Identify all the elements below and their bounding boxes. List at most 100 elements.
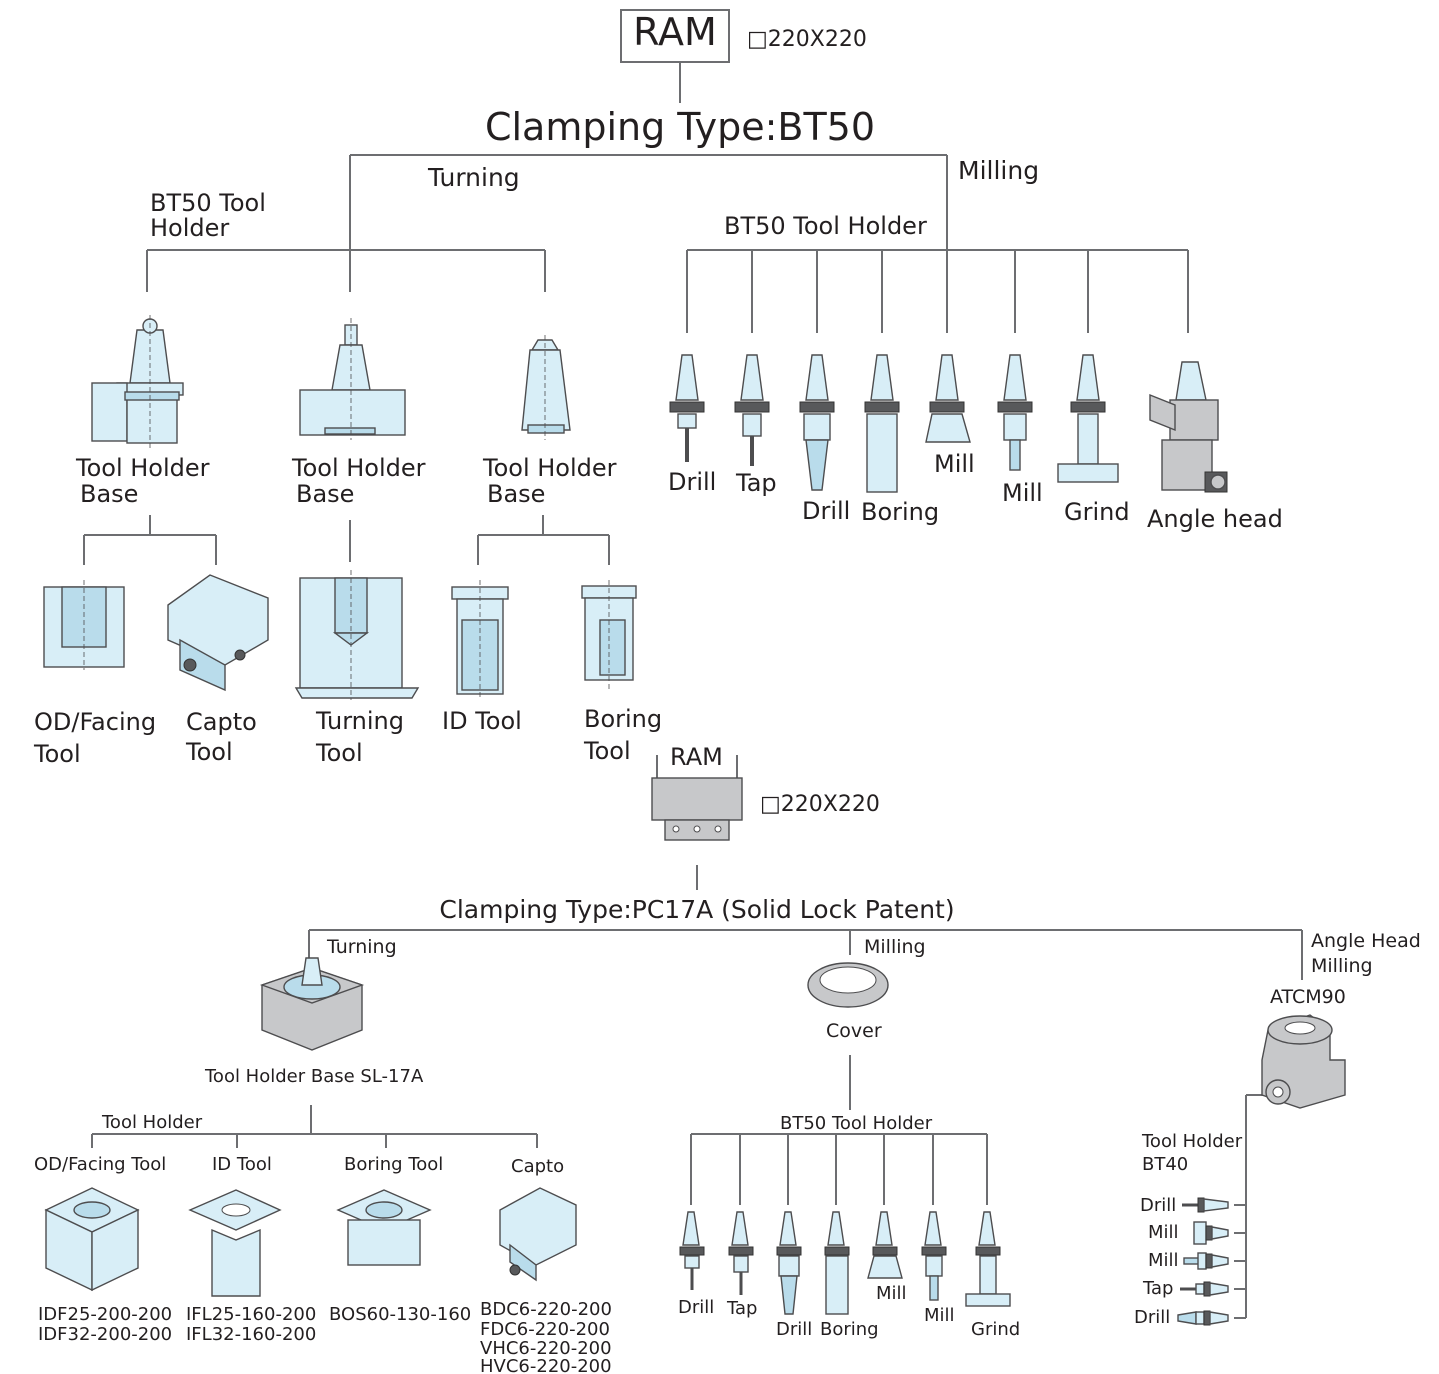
milling-mill2-label: Mill	[1002, 479, 1043, 507]
tool-holder-base-sl17a-icon	[259, 957, 365, 1051]
bt40-drill2-label: Drill	[1134, 1307, 1170, 1328]
bottom-milling-grind-label: Grind	[971, 1319, 1020, 1340]
od-facing-model-2: IDF32-200-200	[38, 1324, 172, 1345]
bottom-connectors	[91, 865, 1303, 1319]
milling-holder-boring-icon	[864, 354, 900, 493]
tool-holder-base-1-icon	[91, 315, 184, 448]
boring-tool-icon	[581, 580, 637, 690]
od-facing-tool-label-line1: OD/Facing	[34, 708, 156, 736]
tool-holder-base-sl17a-label: Tool Holder Base SL-17A	[204, 1066, 424, 1087]
bottom-milling-drill2-icon	[776, 1211, 802, 1315]
turning-label: Turning	[427, 163, 520, 192]
bottom-capto-tool-icon	[499, 1187, 577, 1282]
boring-tool-label-line1: Boring	[584, 705, 662, 733]
bottom-milling-mill2-label: Mill	[924, 1305, 955, 1326]
bottom-milling-drill-label: Drill	[678, 1297, 714, 1318]
bottom-bt50-holder-label: BT50 Tool Holder	[780, 1113, 933, 1134]
bottom-milling-mill-label: Mill	[876, 1283, 907, 1304]
tool-holder-base-2-label-line1: Tool Holder	[291, 454, 426, 482]
bottom-od-facing-tool-icon	[44, 1187, 140, 1292]
bottom-capto-label: Capto	[511, 1156, 564, 1177]
bottom-milling-mill2-icon	[921, 1211, 947, 1301]
capto-model-3: VHC6-220-200	[480, 1338, 612, 1359]
capto-model-1: BDC6-220-200	[480, 1299, 612, 1320]
id-tool-label: ID Tool	[442, 707, 522, 735]
milling-holder-drill2-icon	[799, 354, 835, 491]
angle-head-milling-label-line1: Angle Head	[1311, 930, 1421, 952]
clamping-type-title: Clamping Type:BT50	[485, 105, 875, 149]
tool-holder-base-1-label-line2: Base	[80, 480, 138, 508]
tool-holder-base-3-label-line1: Tool Holder	[482, 454, 617, 482]
tool-holder-base-2-label-line2: Base	[296, 480, 354, 508]
capto-model-4: HVC6-220-200	[480, 1356, 612, 1374]
ram-label: RAM	[633, 10, 717, 54]
bt40-drill2-icon	[1177, 1310, 1229, 1326]
od-facing-tool-icon	[43, 580, 125, 670]
bottom-milling-drill2-label: Drill	[776, 1319, 812, 1340]
milling-holder-mill2-icon	[997, 354, 1033, 471]
milling-grind-label: Grind	[1064, 498, 1130, 526]
bt50-tool-holder-label-line1: BT50 Tool	[150, 189, 266, 217]
capto-model-2: FDC6-220-200	[480, 1319, 610, 1340]
tool-holder-base-3-label-line2: Base	[487, 480, 545, 508]
ram-unit-icon	[651, 755, 743, 841]
bt40-mill2-label: Mill	[1148, 1250, 1179, 1271]
capto-tool-label-line1: Capto	[186, 708, 257, 736]
bt40-mill-icon	[1193, 1221, 1229, 1245]
angle-head-milling-label-line2: Milling	[1311, 955, 1373, 977]
od-facing-model-1: IDF25-200-200	[38, 1304, 172, 1325]
bt40-drill-icon	[1182, 1197, 1229, 1213]
id-tool-icon	[451, 580, 509, 700]
turning-tool-label-line2: Tool	[315, 739, 363, 767]
atcm90-label: ATCM90	[1270, 986, 1346, 1008]
bottom-id-tool-label: ID Tool	[212, 1154, 272, 1175]
milling-tool-holder-label: BT50 Tool Holder	[724, 212, 927, 240]
milling-boring-label: Boring	[861, 498, 939, 526]
boring-tool-label-line2: Tool	[583, 737, 631, 765]
ram2-label: RAM	[670, 743, 723, 771]
bt40-mill-label: Mill	[1148, 1222, 1179, 1243]
milling2-label: Milling	[864, 936, 926, 958]
milling-tap-label: Tap	[735, 469, 777, 497]
ram2-size-label: □220X220	[760, 792, 880, 817]
bottom-milling-tap-label: Tap	[726, 1298, 757, 1319]
milling-angle-head-label: Angle head	[1147, 505, 1283, 533]
id-tool-model-1: IFL25-160-200	[186, 1304, 316, 1325]
turning-tool-icon	[294, 570, 420, 700]
milling-holder-mill-icon	[925, 354, 971, 443]
capto-tool-label-line2: Tool	[185, 738, 233, 766]
milling-drill2-label: Drill	[802, 497, 850, 525]
milling-label: Milling	[958, 156, 1039, 185]
id-tool-model-2: IFL32-160-200	[186, 1324, 316, 1345]
tool-holder-base-2-icon	[299, 318, 406, 440]
od-facing-tool-label-line2: Tool	[33, 740, 81, 768]
atcm90-angle-head-icon	[1261, 1014, 1346, 1109]
bottom-boring-tool-icon	[336, 1189, 432, 1266]
capto-tool-icon	[167, 574, 269, 692]
bt40-drill-label: Drill	[1140, 1195, 1176, 1216]
bottom-tool-holder-label: Tool Holder	[101, 1112, 203, 1133]
turning2-label: Turning	[326, 936, 397, 958]
clamping-type2-title: Clamping Type:PC17A (Solid Lock Patent)	[439, 895, 954, 924]
bottom-milling-grind-icon	[965, 1211, 1011, 1307]
bottom-milling-boring-icon	[824, 1211, 850, 1315]
milling-holder-tap-icon	[734, 354, 770, 466]
bottom-milling-drill-icon	[679, 1211, 705, 1290]
bt40-label-line1: Tool Holder	[1141, 1131, 1243, 1152]
bottom-milling-boring-label: Boring	[820, 1319, 879, 1340]
cover-icon	[807, 962, 889, 1008]
bt40-tap-icon	[1180, 1281, 1229, 1297]
milling-mill-label: Mill	[934, 450, 975, 478]
bottom-boring-tool-label: Boring Tool	[344, 1154, 443, 1175]
bt50-tool-holder-label-line2: Holder	[150, 214, 229, 242]
cover-label: Cover	[826, 1020, 882, 1042]
ram-size-label: □220X220	[747, 27, 867, 52]
milling-holder-drill-icon	[669, 354, 705, 462]
bottom-od-facing-tool-label: OD/Facing Tool	[34, 1154, 166, 1175]
bottom-milling-tap-icon	[728, 1211, 754, 1295]
milling-holder-angle-head-icon	[1149, 361, 1228, 493]
milling-holder-grind-icon	[1057, 354, 1119, 483]
top-connectors	[83, 9, 1189, 565]
